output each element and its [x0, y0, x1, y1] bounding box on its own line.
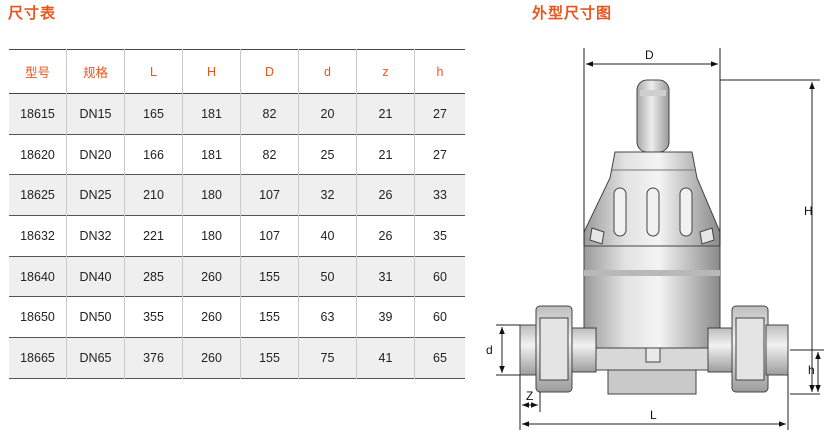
cell-h: 27	[433, 106, 447, 121]
cell-d: 20	[298, 93, 357, 135]
cell-H: 260	[182, 256, 241, 297]
cell-h: 60	[433, 269, 447, 284]
cell-d: 40	[298, 215, 357, 257]
cell-d: 25	[298, 134, 357, 175]
cell-D: 155	[240, 337, 299, 379]
cell-H: 181	[182, 134, 241, 175]
table-row: 18650 DN50 355 260 155 63 39 60	[9, 296, 465, 338]
dimension-label-L: L	[650, 408, 657, 422]
dimension-lines	[496, 48, 824, 430]
table-row: 18640 DN40 285 260 155 50 31 60	[9, 256, 465, 297]
cell-model: 18615	[9, 93, 67, 135]
table-row: 18620 DN20 166 181 82 25 21 27	[9, 134, 465, 175]
cell-h: 33	[433, 188, 447, 203]
cell-model: 18632	[9, 215, 67, 257]
cell-z: 21	[356, 93, 415, 135]
cell-z: 26	[356, 174, 415, 216]
cell-d: 75	[298, 337, 357, 379]
cell-L: 210	[124, 174, 183, 216]
header-cell-D: D	[240, 49, 299, 94]
table-row: 18625 DN25 210 180 107 32 26 33	[9, 174, 465, 216]
header-cell-spec: 规格	[66, 49, 125, 94]
cell-spec: DN25	[66, 174, 125, 216]
table-row: 18615 DN15 165 181 82 20 21 27	[9, 93, 465, 135]
cell-H: 260	[182, 337, 241, 379]
header-cell-d: d	[298, 49, 357, 94]
cell-D: 155	[240, 256, 299, 297]
cell-L: 376	[124, 337, 183, 379]
cell-spec: DN40	[66, 256, 125, 297]
dimension-label-h: h	[808, 363, 815, 377]
cell-spec: DN65	[66, 337, 125, 379]
table-row: 18665 DN65 376 260 155 75 41 65	[9, 337, 465, 379]
cell-H: 181	[182, 93, 241, 135]
dimension-label-d: d	[486, 343, 493, 357]
cell-L: 166	[124, 134, 183, 175]
cell-h: 65	[433, 350, 447, 365]
cell-model: 18620	[9, 134, 67, 175]
cell-D: 107	[240, 215, 299, 257]
cell-spec: DN15	[66, 93, 125, 135]
dimension-label-H: H	[804, 204, 813, 218]
cell-d: 63	[298, 296, 357, 338]
cell-h: 27	[433, 147, 447, 162]
cell-D: 82	[240, 134, 299, 175]
cell-L: 165	[124, 93, 183, 135]
cell-L: 285	[124, 256, 183, 297]
table-row: 18632 DN32 221 180 107 40 26 35	[9, 215, 465, 257]
cell-model: 18625	[9, 174, 67, 216]
cell-model: 18640	[9, 256, 67, 297]
cell-H: 260	[182, 296, 241, 338]
cell-z: 26	[356, 215, 415, 257]
valve-body	[583, 79, 721, 395]
dimension-table: 型号 规格 L H D d z h 18615 DN15 165 181 82 …	[9, 49, 465, 379]
cell-h: 60	[433, 310, 447, 325]
cell-z: 31	[356, 256, 415, 297]
header-cell-z: z	[356, 49, 415, 94]
cell-z: 41	[356, 337, 415, 379]
left-union-fitting	[519, 305, 597, 393]
cell-spec: DN32	[66, 215, 125, 257]
cell-D: 155	[240, 296, 299, 338]
cell-model: 18665	[9, 337, 67, 379]
cell-spec: DN20	[66, 134, 125, 175]
dimension-label-z: Z	[526, 389, 533, 403]
cell-z: 21	[356, 134, 415, 175]
cell-h: 35	[433, 228, 447, 243]
cell-H: 180	[182, 215, 241, 257]
dimension-label-D: D	[645, 48, 654, 62]
cell-d: 50	[298, 256, 357, 297]
cell-z: 39	[356, 296, 415, 338]
right-union-fitting	[707, 305, 789, 393]
header-cell-H: H	[182, 49, 241, 94]
table-header-row: 型号 规格 L H D d z h	[9, 49, 465, 94]
header-cell-L: L	[124, 49, 183, 94]
header-cell-h: h	[436, 64, 444, 79]
cell-L: 355	[124, 296, 183, 338]
cell-D: 82	[240, 93, 299, 135]
header-cell-model: 型号	[9, 49, 67, 94]
valve-outline-drawing: D H L d h Z	[486, 48, 824, 430]
table-title: 尺寸表	[8, 4, 57, 22]
cell-H: 180	[182, 174, 241, 216]
drawing-title: 外型尺寸图	[532, 4, 613, 22]
cell-spec: DN50	[66, 296, 125, 338]
cell-d: 32	[298, 174, 357, 216]
cell-L: 221	[124, 215, 183, 257]
cell-D: 107	[240, 174, 299, 216]
cell-model: 18650	[9, 296, 67, 338]
